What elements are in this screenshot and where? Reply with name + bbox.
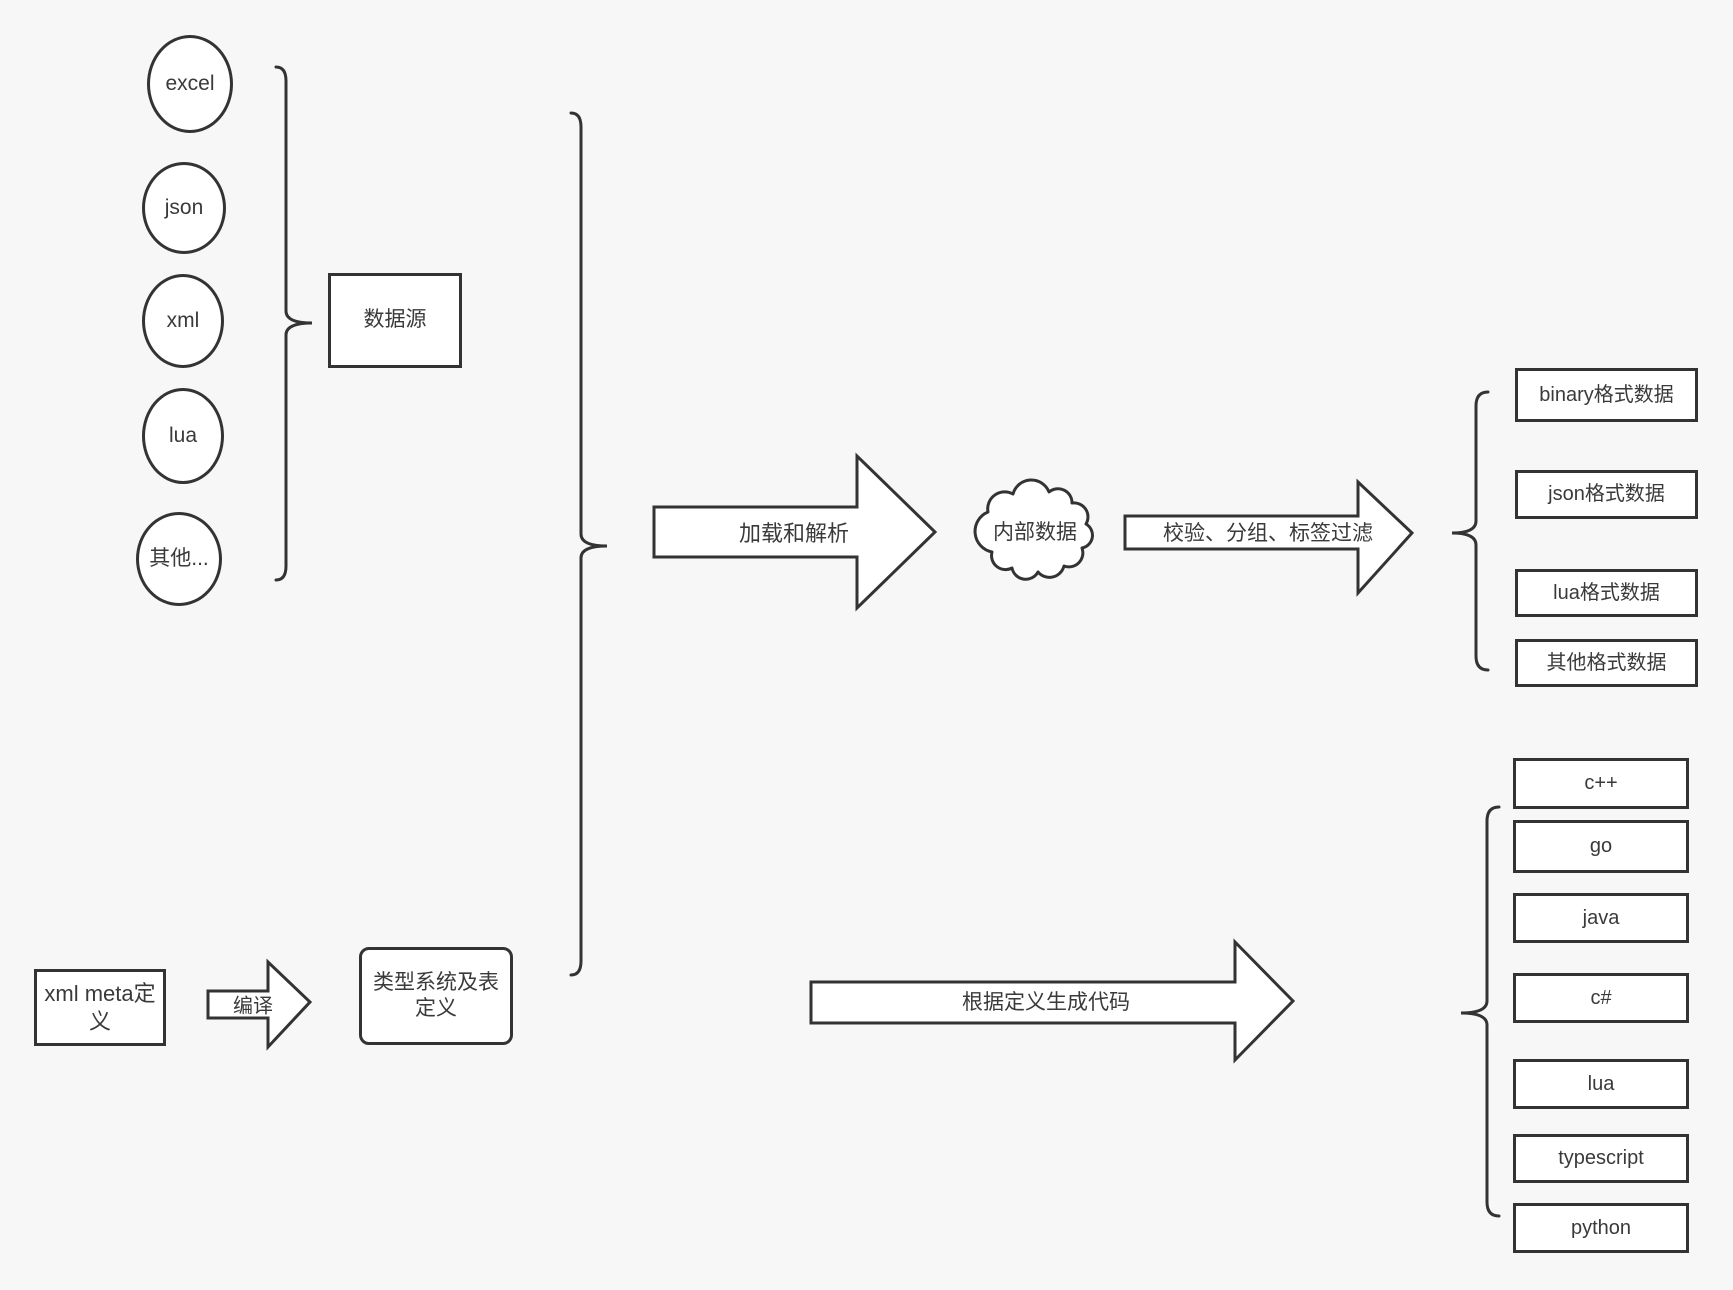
format-box-json: json格式数据 bbox=[1515, 470, 1698, 519]
codegen-arrow bbox=[809, 938, 1296, 1064]
filter-arrow bbox=[1123, 478, 1415, 597]
source-ellipse-other: 其他... bbox=[136, 512, 222, 606]
languages-brace bbox=[1460, 805, 1501, 1218]
compile-arrow-label: 编译 bbox=[233, 995, 273, 1018]
data-formats-brace bbox=[1451, 390, 1490, 672]
source-ellipse-lua: lua bbox=[142, 388, 224, 484]
lang-box-lua: lua bbox=[1513, 1059, 1689, 1109]
lang-box-typescript: typescript bbox=[1513, 1134, 1689, 1183]
lang-box-java: java bbox=[1513, 893, 1689, 943]
definitions-brace bbox=[569, 111, 608, 977]
internal-data-cloud bbox=[973, 478, 1094, 581]
lang-box-python: python bbox=[1513, 1203, 1689, 1253]
xml-meta-box: xml meta定义 bbox=[34, 969, 166, 1046]
load-parse-arrow-label: 加载和解析 bbox=[738, 521, 850, 546]
format-box-binary: binary格式数据 bbox=[1515, 368, 1698, 422]
source-ellipse-json: json bbox=[142, 162, 226, 254]
format-box-other: 其他格式数据 bbox=[1515, 639, 1698, 687]
type-system-box: 类型系统及表定义 bbox=[359, 947, 513, 1045]
load-parse-arrow bbox=[652, 452, 938, 612]
data-source-box: 数据源 bbox=[328, 273, 462, 368]
compile-arrow bbox=[206, 958, 313, 1051]
sources-brace bbox=[274, 65, 313, 582]
source-ellipse-xml: xml bbox=[142, 274, 224, 368]
source-ellipse-excel: excel bbox=[147, 35, 233, 133]
filter-arrow-label: 校验、分组、标签过滤 bbox=[1163, 522, 1373, 545]
lang-box-cpp: c++ bbox=[1513, 758, 1689, 809]
lang-box-csharp: c# bbox=[1513, 973, 1689, 1023]
codegen-arrow-label: 根据定义生成代码 bbox=[962, 991, 1130, 1014]
format-box-lua: lua格式数据 bbox=[1515, 569, 1698, 617]
lang-box-go: go bbox=[1513, 820, 1689, 873]
internal-data-label: 内部数据 bbox=[993, 521, 1077, 544]
